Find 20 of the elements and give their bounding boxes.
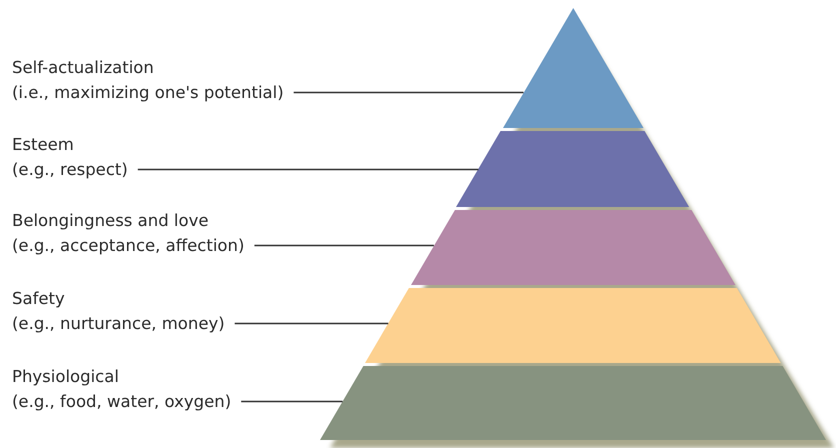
- leader-line: [138, 168, 478, 170]
- leader-line: [254, 244, 434, 246]
- pyramid-tier: [365, 288, 781, 363]
- tier-example: (e.g., respect): [12, 159, 128, 181]
- pyramid-tier: [502, 8, 644, 128]
- tier-example: (e.g., food, water, oxygen): [12, 391, 232, 413]
- tier-example: (i.e., maximizing one's potential): [12, 82, 284, 104]
- leader-line: [234, 322, 388, 324]
- tier-name: Belongingness and love: [12, 210, 209, 232]
- pyramid-tier: [320, 366, 826, 440]
- pyramid-tier: [456, 131, 690, 207]
- tier-name: Esteem: [12, 134, 74, 156]
- pyramid-tier: [410, 210, 736, 285]
- leader-line: [241, 400, 343, 402]
- tier-name: Physiological: [12, 366, 119, 388]
- tier-example: (e.g., acceptance, affection): [12, 235, 244, 257]
- leader-line: [294, 92, 524, 94]
- tier-name: Safety: [12, 288, 65, 310]
- tier-name: Self-actualization: [12, 57, 154, 79]
- tier-example: (e.g., nurturance, money): [12, 313, 225, 335]
